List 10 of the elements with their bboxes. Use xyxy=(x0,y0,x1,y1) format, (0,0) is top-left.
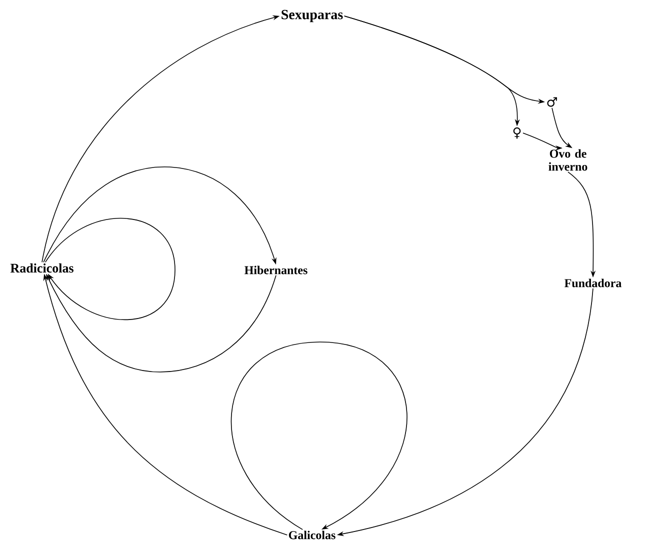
stage-label: Radicicolas xyxy=(10,263,74,273)
stage-label: Ovo de inverno xyxy=(548,149,588,171)
stage-label: Hibernantes xyxy=(244,266,308,274)
arrow xyxy=(44,218,176,320)
stage-label: ♀ xyxy=(513,127,521,139)
stage-label: ♂ xyxy=(547,97,557,107)
stage-label: Fundadora xyxy=(564,278,622,288)
stage-label: Sexuparas xyxy=(282,10,343,22)
stage-label: Galicolas xyxy=(288,530,336,540)
arrow xyxy=(231,342,408,530)
